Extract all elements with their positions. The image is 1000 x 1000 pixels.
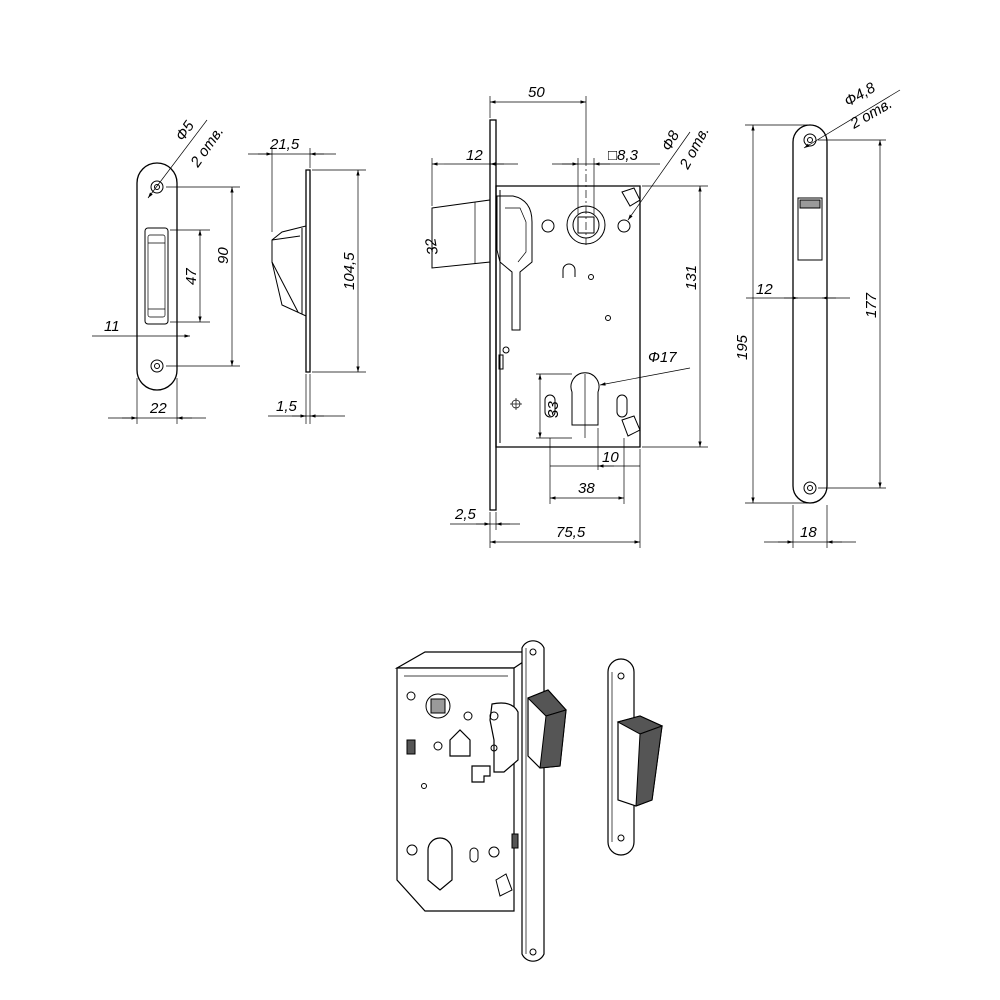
strike-height-dim: 104,5 <box>341 252 358 290</box>
latch-height-dim: 32 <box>422 236 442 256</box>
strike-plate-side-view: 21,5 104,5 1,5 <box>248 136 366 424</box>
faceplate-latch-offset-dim: 12 <box>756 281 773 298</box>
body-height-dim: 131 <box>683 265 700 290</box>
screw-hole-dim: Ф8 <box>659 127 684 153</box>
faceplate-height-dim: 195 <box>734 334 751 360</box>
lock-isometric-view <box>394 640 664 962</box>
cylinder-offset-dim: 10 <box>602 449 619 466</box>
backset-dim: 50 <box>528 84 545 101</box>
cylinder-hole-dim: Ф17 <box>648 349 677 366</box>
strike-plate-front-view: Ф5 2 отв. 90 47 11 22 <box>92 117 240 424</box>
cylinder-width-dim: 38 <box>578 480 595 497</box>
strike-depth-dim: 21,5 <box>269 136 300 153</box>
faceplate-width-dim: 18 <box>800 524 817 541</box>
latch-projection-dim: 12 <box>466 147 483 164</box>
strike-hole-spacing-dim: 90 <box>215 247 232 264</box>
strike-thickness-dim: 1,5 <box>276 398 298 415</box>
strike-offset-dim: 11 <box>104 318 120 335</box>
strike-width-dim: 22 <box>149 400 167 417</box>
faceplate-front-view: Ф4,8 2 отв. 195 177 12 18 <box>734 79 901 548</box>
screw-hole-count: 2 отв. <box>676 124 713 173</box>
faceplate-thickness-dim: 2,5 <box>454 506 477 523</box>
lock-body-front-view: 50 12 □8,3 32 Ф8 2 отв. 131 Ф17 33 <box>422 84 713 548</box>
body-width-dim: 75,5 <box>556 524 586 541</box>
faceplate-hole-spacing-dim: 177 <box>863 292 880 318</box>
strike-opening-dim: 47 <box>183 268 200 285</box>
cylinder-height-dim: 33 <box>545 401 562 418</box>
strike-hole-label: Ф5 <box>172 117 198 144</box>
spindle-square-dim: □8,3 <box>608 147 639 164</box>
